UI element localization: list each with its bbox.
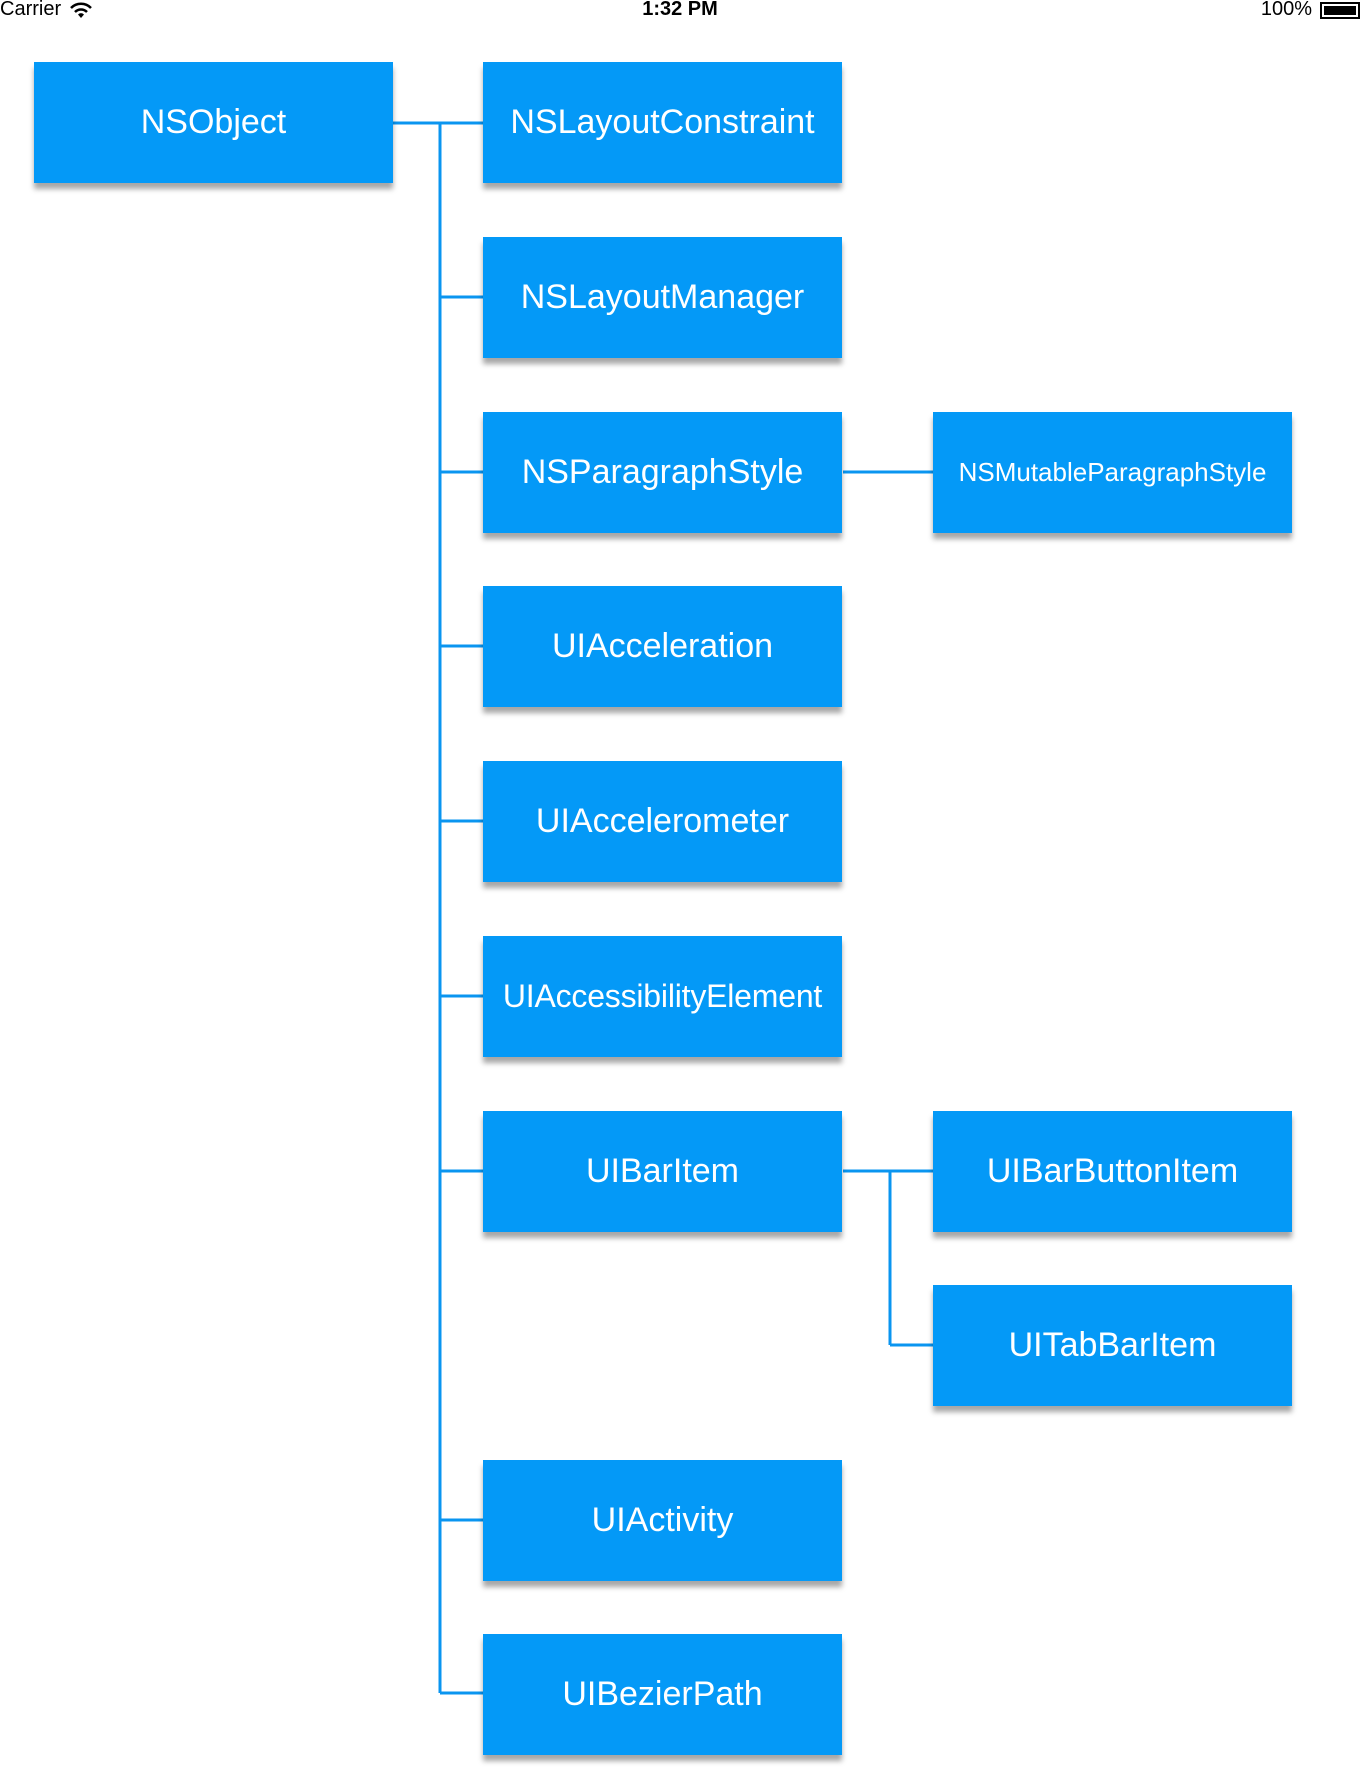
wifi-icon [69,1,93,19]
battery-fill [1324,5,1356,15]
node-uibezierpath[interactable]: UIBezierPath [483,1634,842,1755]
node-uibaritem[interactable]: UIBarItem [483,1111,842,1232]
node-uiactivity[interactable]: UIActivity [483,1460,842,1581]
battery-icon [1320,1,1360,19]
battery-percent: 100% [1260,0,1312,20]
node-uiacceleration[interactable]: UIAcceleration [483,586,842,707]
node-uiaccelerometer[interactable]: UIAccelerometer [483,761,842,882]
node-uiaccessibilityelement[interactable]: UIAccessibilityElement [483,936,842,1057]
node-nsparagraphstyle[interactable]: NSParagraphStyle [483,412,842,533]
node-uitabbaritem[interactable]: UITabBarItem [933,1285,1292,1406]
clock: 1:32 PM [642,0,718,20]
node-nslayoutmanager[interactable]: NSLayoutManager [483,237,842,358]
status-left: Carrier [0,0,93,21]
node-nsobject[interactable]: NSObject [34,62,393,183]
node-nslayoutconstraint[interactable]: NSLayoutConstraint [483,62,842,183]
status-right: 100% [1261,0,1360,21]
carrier-label: Carrier [0,0,62,20]
node-uibarbuttonitem[interactable]: UIBarButtonItem [933,1111,1292,1232]
node-nsmutableparagraphstyle[interactable]: NSMutableParagraphStyle [933,412,1292,533]
status-bar: Carrier 1:32 PM 100% [0,0,1360,22]
